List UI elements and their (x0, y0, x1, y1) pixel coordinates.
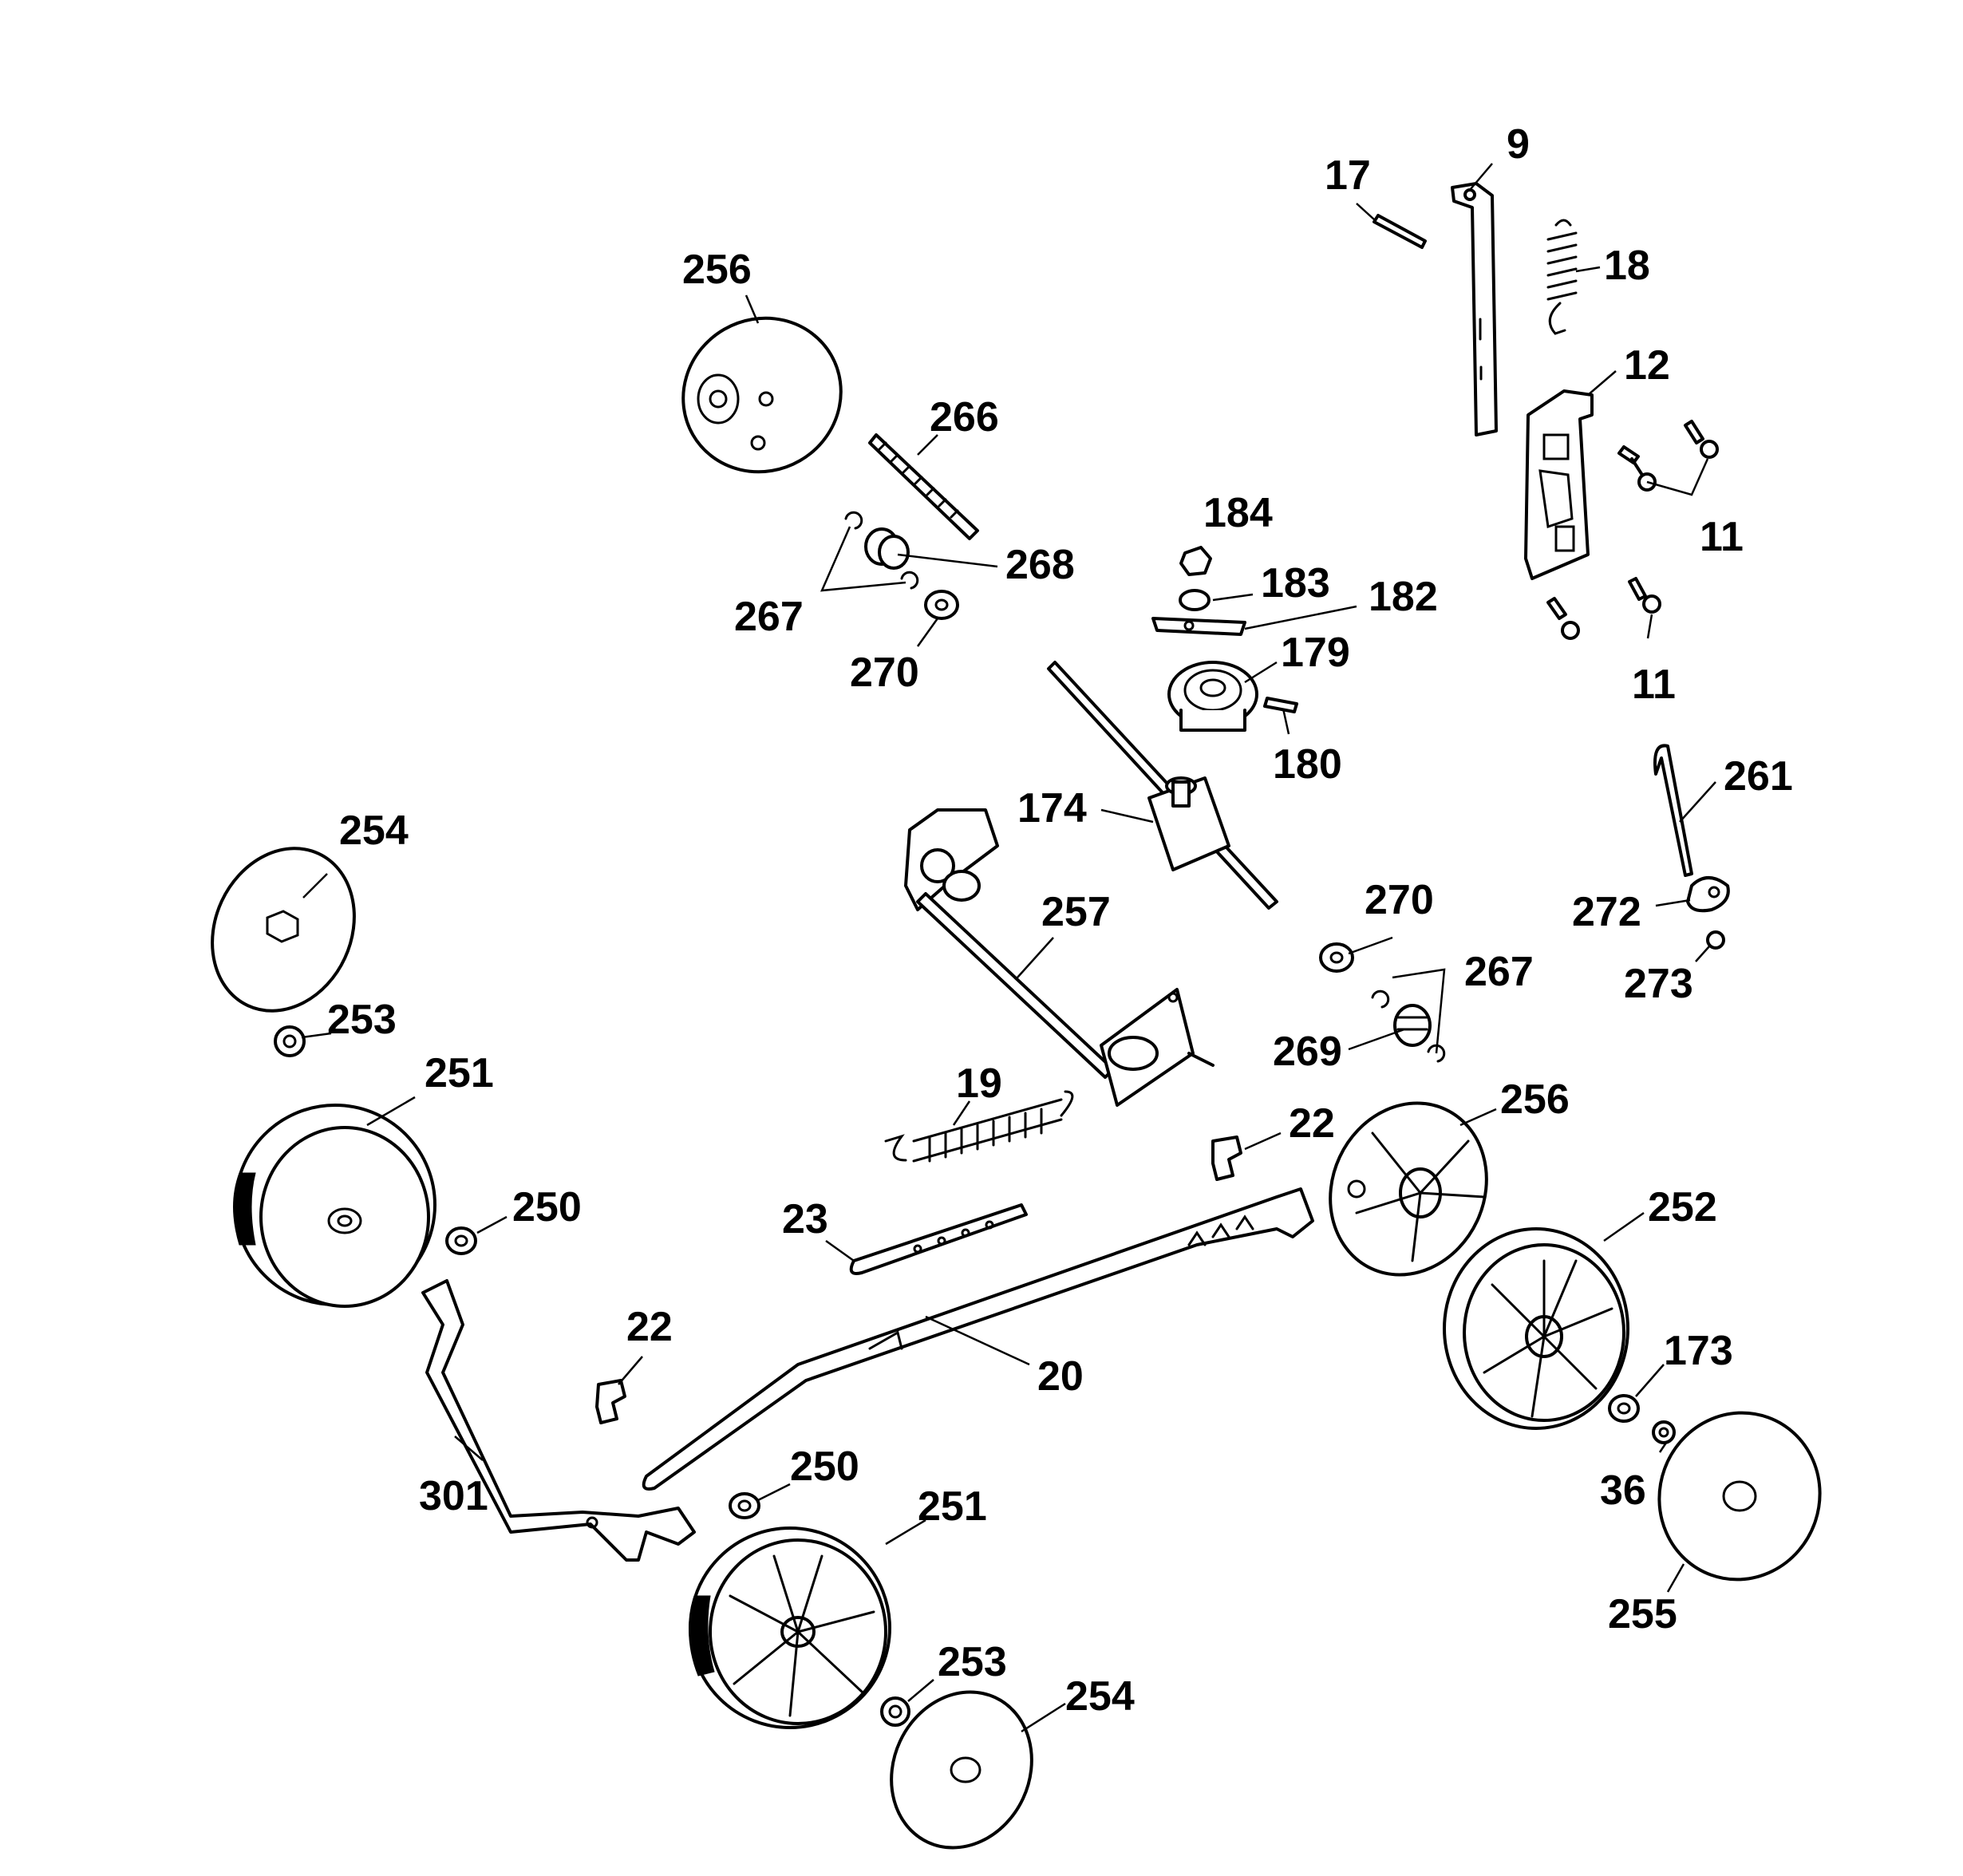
label-266: 266 (930, 394, 999, 440)
label-184: 184 (1203, 490, 1273, 536)
label-182: 182 (1369, 574, 1438, 620)
label-250-left: 250 (512, 1184, 582, 1230)
part-267-clips-lower (1371, 989, 1446, 1063)
part-270-washer-lower (1319, 942, 1354, 973)
label-173: 173 (1664, 1328, 1733, 1374)
label-179: 179 (1281, 630, 1350, 676)
part-250-washer-left (445, 1226, 477, 1255)
part-301-axle (421, 1279, 696, 1562)
label-180: 180 (1273, 741, 1342, 788)
part-251-wheel-bottom (689, 1526, 891, 1729)
label-256-right: 256 (1500, 1076, 1570, 1123)
part-251-wheel-left (233, 1104, 436, 1308)
part-174-gearbox-shaft (1047, 661, 1278, 910)
part-273-nut (1706, 930, 1725, 950)
label-253-left: 253 (327, 997, 397, 1043)
part-183-washer (1179, 589, 1211, 611)
label-256-top: 256 (682, 247, 752, 293)
part-272-link (1686, 876, 1730, 913)
part-11-screws-upper (1617, 420, 1719, 492)
label-17: 17 (1325, 152, 1371, 199)
part-22-clip-left (595, 1379, 626, 1424)
label-11-lower: 11 (1632, 662, 1676, 708)
part-20-height-bar (642, 1187, 1314, 1491)
label-9: 9 (1507, 121, 1530, 168)
label-18: 18 (1604, 243, 1650, 289)
label-270-upper: 270 (850, 650, 919, 696)
part-254-hubcap-bottom (890, 1690, 1033, 1850)
label-255: 255 (1608, 1591, 1677, 1637)
part-180-key (1263, 697, 1298, 713)
label-183: 183 (1261, 560, 1330, 606)
label-12: 12 (1624, 342, 1670, 389)
part-269-gear (1393, 1004, 1432, 1047)
label-253-bottom: 253 (938, 1639, 1007, 1685)
label-174: 174 (1017, 785, 1087, 831)
part-23-bar (849, 1203, 1028, 1275)
label-250-bottom: 250 (790, 1444, 859, 1490)
part-250-washer-bottom (729, 1492, 760, 1519)
part-266-threaded-rod (868, 433, 979, 540)
part-267-clips-upper (844, 511, 919, 590)
part-257-lever (904, 808, 1215, 1107)
part-18-spring (1546, 219, 1578, 335)
label-36: 36 (1600, 1467, 1646, 1514)
label-257: 257 (1041, 889, 1111, 935)
part-254-hubcap-left (211, 847, 356, 1013)
part-36-nut (1652, 1420, 1676, 1444)
part-179-pulley (1167, 661, 1258, 732)
part-12-plate (1524, 389, 1594, 580)
label-22-right: 22 (1289, 1100, 1335, 1147)
part-17-pin (1373, 214, 1427, 249)
label-267-upper: 267 (734, 594, 804, 640)
part-256-hubcap-right (1329, 1101, 1488, 1277)
part-252-wheel-right (1443, 1227, 1629, 1430)
label-251-left: 251 (425, 1050, 494, 1096)
part-labels: 9 17 18 12 11 11 256 266 268 267 270 184… (327, 121, 1793, 1720)
label-254-bottom: 254 (1065, 1673, 1135, 1720)
label-301: 301 (419, 1473, 488, 1519)
part-184-nut (1179, 546, 1212, 576)
leader-lines (301, 163, 1716, 1733)
label-268: 268 (1005, 542, 1075, 588)
part-19-spring (884, 1090, 1074, 1163)
label-273: 273 (1624, 961, 1693, 1007)
label-23: 23 (782, 1196, 828, 1242)
part-255-hubcap-right (1657, 1411, 1822, 1582)
label-19: 19 (956, 1060, 1002, 1107)
label-11-upper: 11 (1700, 514, 1744, 560)
label-272: 272 (1572, 889, 1641, 935)
label-270-lower: 270 (1365, 877, 1434, 923)
part-253-washer-bottom (880, 1696, 910, 1727)
part-9-bracket-arm (1451, 182, 1498, 436)
part-261-hook-rod (1653, 744, 1693, 877)
label-251-bottom: 251 (918, 1483, 987, 1530)
part-173-washer (1608, 1394, 1640, 1423)
label-254-left: 254 (339, 808, 409, 854)
part-270-washer-upper (924, 590, 959, 620)
part-256-hubcap-top (681, 316, 843, 474)
label-269: 269 (1273, 1029, 1342, 1075)
label-22-left: 22 (626, 1304, 673, 1350)
label-267-lower: 267 (1464, 949, 1534, 995)
label-261: 261 (1724, 753, 1793, 800)
part-182-bar (1151, 617, 1246, 636)
label-20: 20 (1037, 1353, 1084, 1400)
part-253-washer-left (274, 1025, 306, 1057)
part-268-gear (864, 527, 910, 570)
part-11-screws-lower (1546, 577, 1661, 640)
part-22-clip-right (1211, 1135, 1242, 1181)
label-252: 252 (1648, 1184, 1717, 1230)
